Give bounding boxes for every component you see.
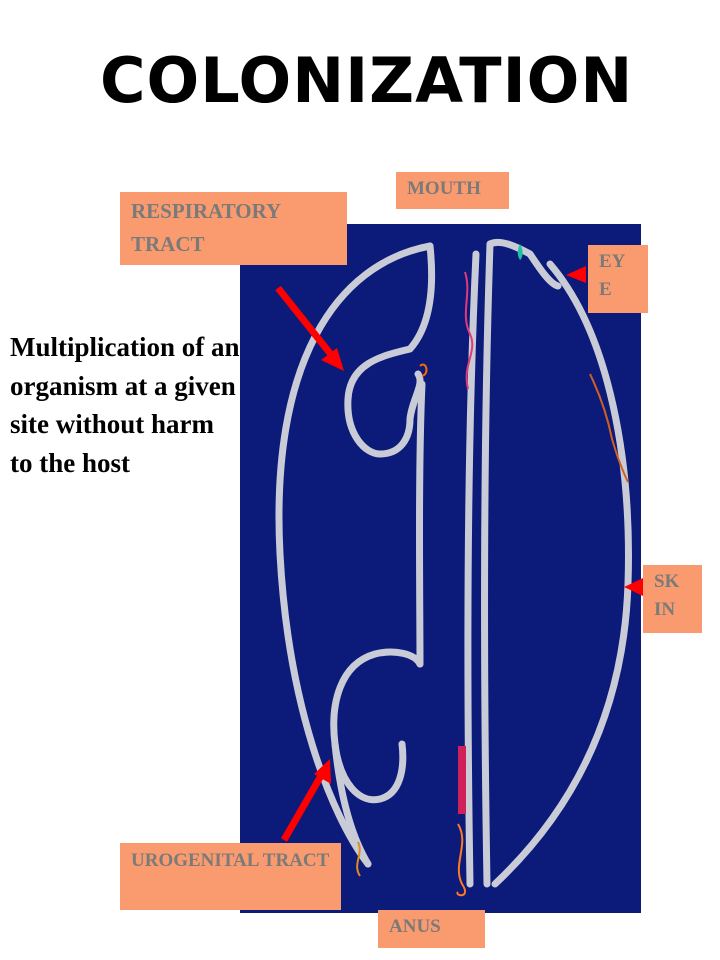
digestive-tract-inner [481, 240, 494, 888]
eye-arrow [566, 266, 586, 283]
respiratory-microbe-squiggle [419, 363, 428, 377]
colonization-definition: Multiplication of an organism at a given… [10, 332, 240, 478]
urogenital-arrow [280, 772, 326, 842]
anus-microbe-squiggle [456, 823, 467, 897]
body-outline-right [491, 260, 632, 888]
label-urogenital-tract: UROGENITAL TRACT [120, 843, 341, 910]
label-eye: EY E [588, 245, 648, 313]
urogenital-arrow-head [314, 759, 331, 784]
page-title: COLONIZATION [100, 44, 634, 117]
respiratory-tract-inner [416, 380, 426, 668]
respiratory-arrow-head [321, 348, 344, 371]
mouth-microbe-squiggle [464, 271, 474, 390]
skin-microbe-squiggle [589, 373, 629, 483]
body-outline-diagram [275, 238, 632, 897]
anus-microbe-rod [458, 746, 466, 814]
label-respiratory-tract: RESPIRATORY TRACT [120, 192, 347, 265]
digestive-tract-right [486, 238, 562, 290]
respiratory-arrow [275, 285, 336, 360]
skin-arrow [624, 578, 643, 596]
urogenital-microbe-squiggle [356, 841, 361, 877]
label-skin: SK IN [643, 565, 702, 633]
label-mouth: MOUTH [396, 172, 509, 209]
respiratory-tract-outline [344, 242, 436, 458]
label-anus: ANUS [378, 910, 485, 948]
urogenital-tract-lower [331, 740, 372, 868]
eye-microbe-blob [517, 244, 523, 260]
body-outline-left [275, 242, 434, 868]
digestive-tract-left [464, 250, 480, 888]
